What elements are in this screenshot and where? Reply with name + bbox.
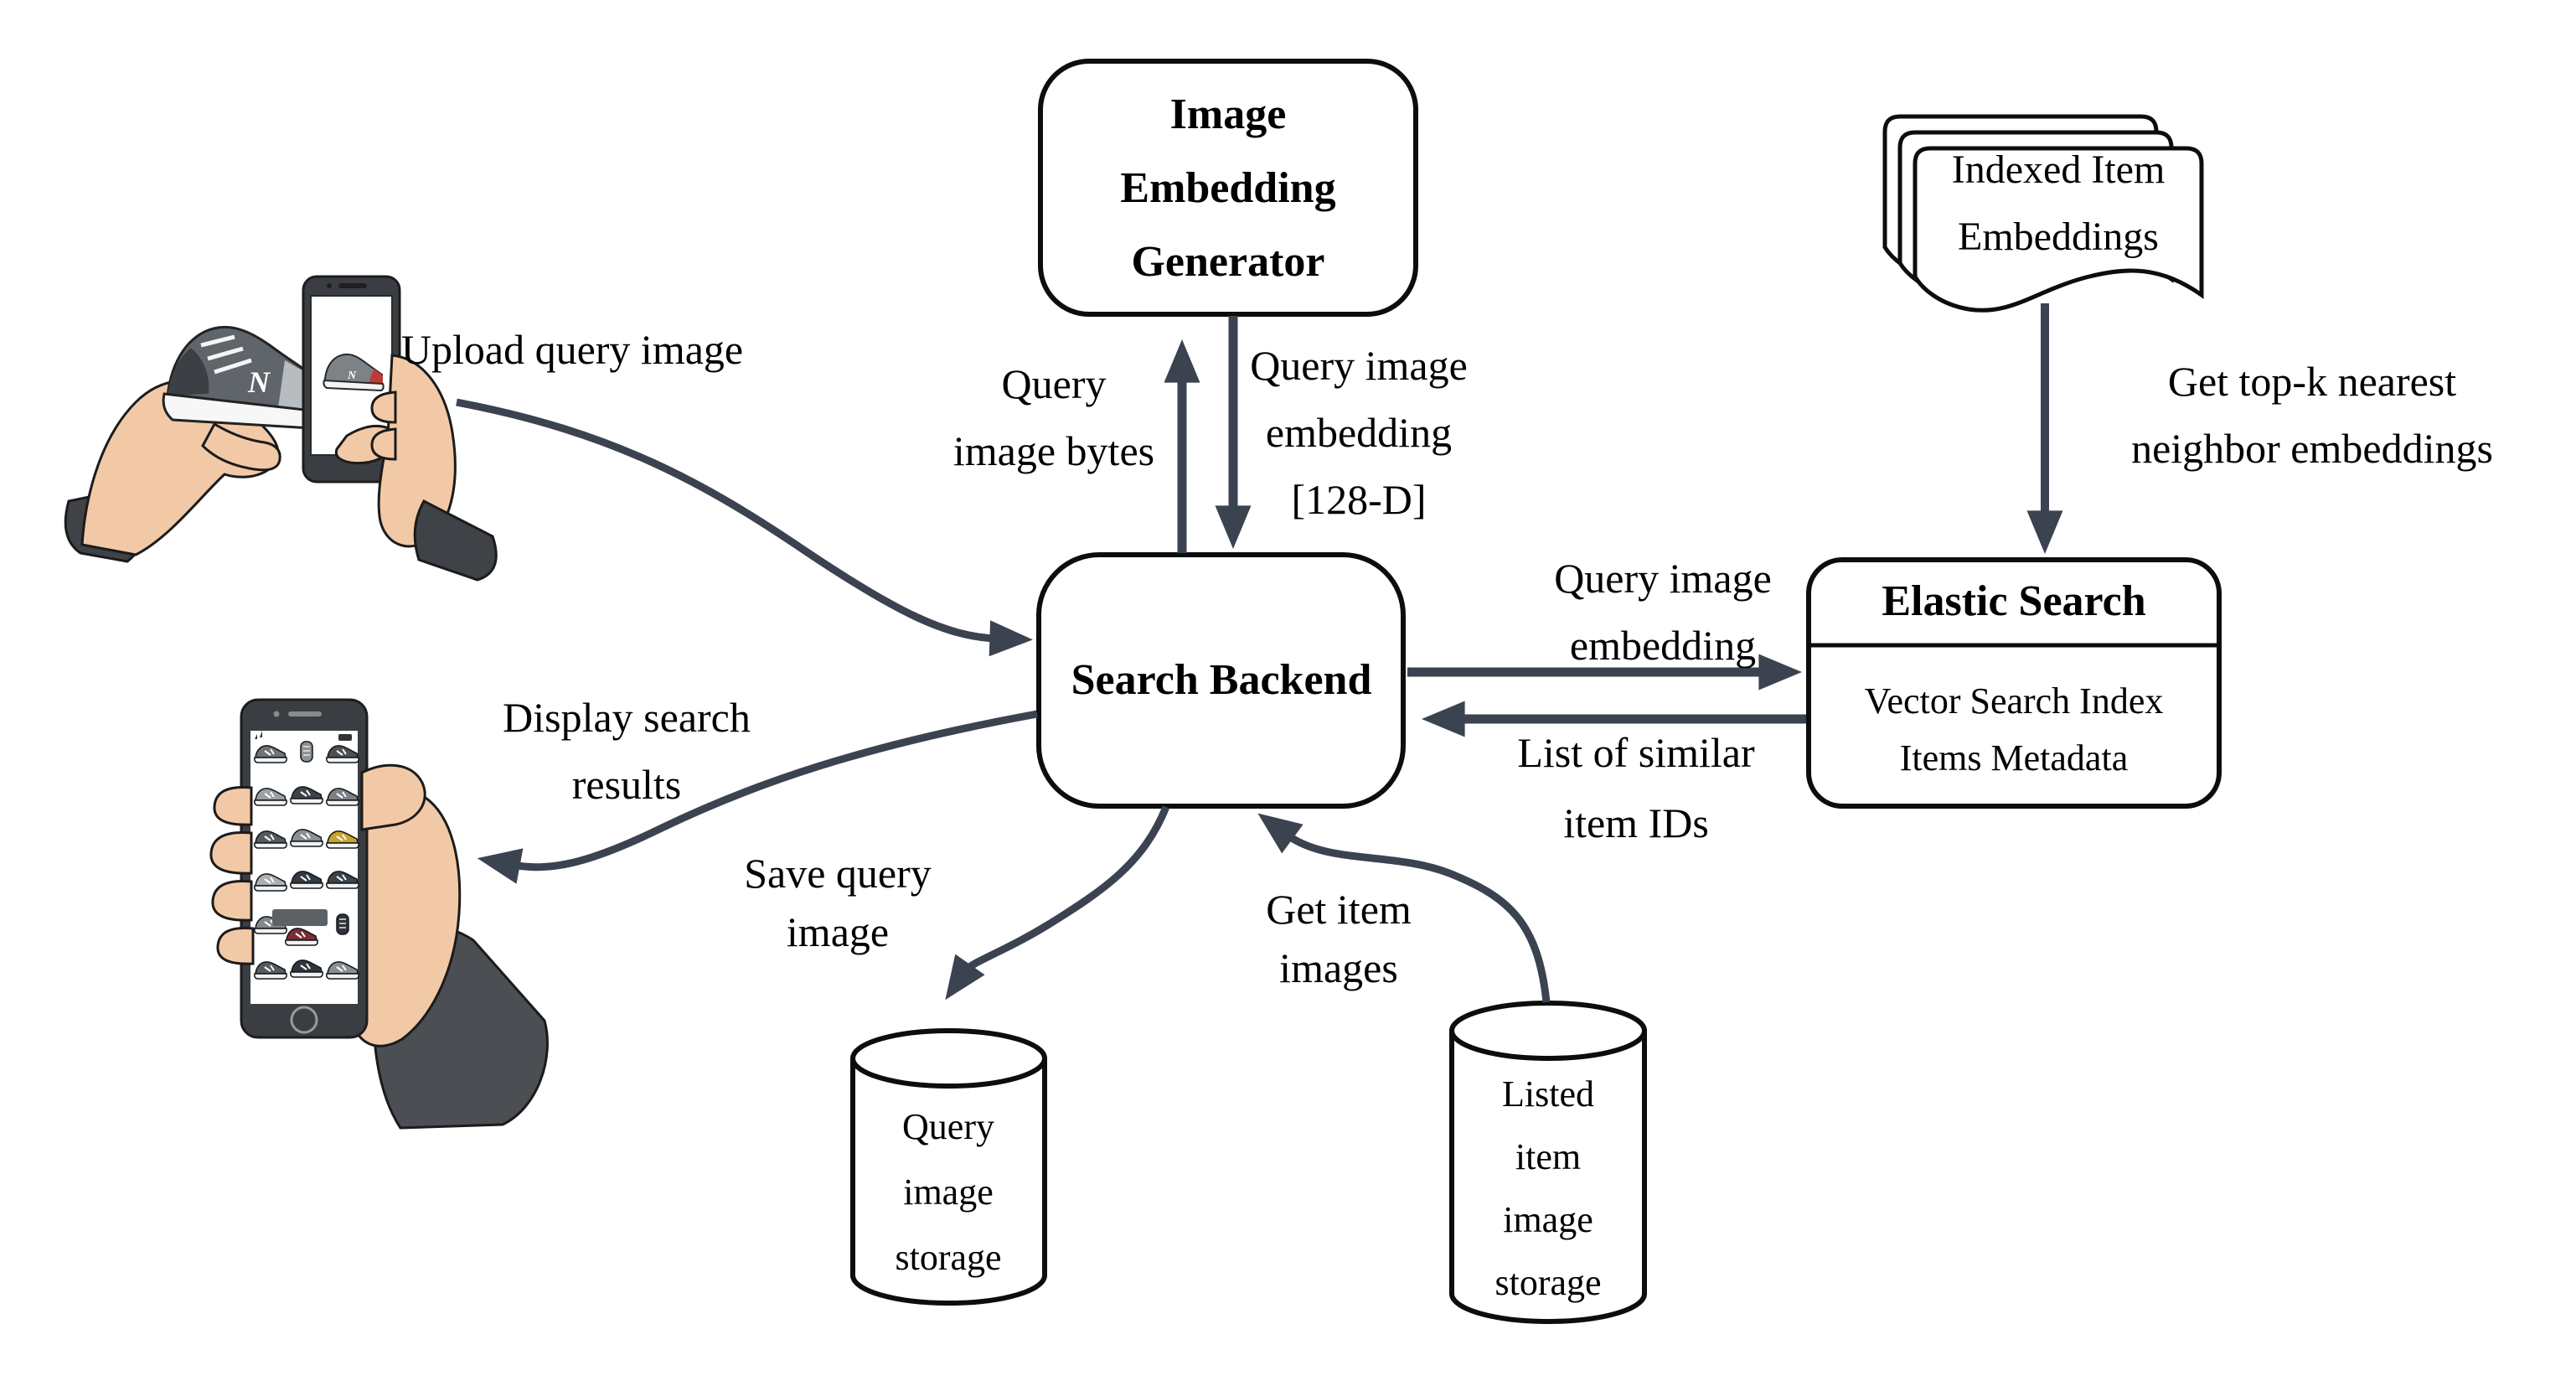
phone-camera-dot <box>327 283 332 288</box>
label-line: neighbor embeddings <box>2131 425 2493 472</box>
label-line: Image <box>1169 91 1287 138</box>
wrapping-fingers <box>209 785 255 965</box>
label-query-image-storage: Query image storage <box>895 1094 1001 1290</box>
label-search-backend: Search Backend <box>1071 647 1372 714</box>
edge-label-query-image-embedding: Query image embedding <box>1554 545 1772 679</box>
label-line: Query <box>902 1106 994 1147</box>
edge-label-query-image-embedding-128d: Query image embedding [128-D] <box>1250 332 1468 533</box>
label-line: Listed <box>1502 1073 1594 1115</box>
label-line: Embedding <box>1120 164 1336 212</box>
label-line: image <box>786 908 890 955</box>
edge-label-query-image-bytes: Query image bytes <box>953 350 1154 484</box>
arrow-display-search-results <box>477 710 1038 884</box>
node-search-backend <box>1036 552 1406 809</box>
label-line: Get item <box>1266 886 1412 933</box>
home-button <box>290 1006 318 1034</box>
right-hand-fingers <box>370 391 397 461</box>
label-line: Indexed Item <box>1951 147 2166 192</box>
label-line: Search Backend <box>1071 656 1372 704</box>
label-line: Query image <box>1554 555 1772 602</box>
right-sleeve-cuff <box>413 499 498 582</box>
label-line: results <box>571 761 682 808</box>
label-line: item IDs <box>1563 799 1709 846</box>
display-results-illustration <box>209 698 549 1130</box>
node-indexed-item-embeddings <box>1882 114 2204 313</box>
arrow-upload-query-image <box>456 398 1033 657</box>
label-elastic-search-title: Elastic Search <box>1882 568 2145 635</box>
edge-label-display-search-results: Display search results <box>503 684 751 818</box>
edge-label-save-query-image: Save query image <box>744 844 932 961</box>
camera-phone: N <box>302 275 401 484</box>
label-line: Get top-k nearest <box>2167 358 2457 405</box>
label-line: storage <box>1494 1262 1602 1303</box>
status-battery-icon <box>338 734 352 741</box>
phone-screen <box>250 731 358 1004</box>
on-screen-sneaker: N <box>323 353 385 392</box>
sneaker-logo: N <box>347 370 357 382</box>
label-line: List of similar <box>1517 729 1755 776</box>
label-line: Query <box>1001 360 1107 407</box>
node-elastic-search <box>1806 557 2222 809</box>
label-line: [128-D] <box>1291 476 1427 523</box>
status-signal-icon <box>255 731 262 739</box>
label-line: embedding <box>1265 409 1453 456</box>
edge-label-get-top-k: Get top-k nearest neighbor embeddings <box>2131 348 2493 482</box>
label-line: Embeddings <box>1958 215 2159 259</box>
label-line: Query image <box>1250 342 1468 389</box>
sneaker-logo: N <box>247 365 271 399</box>
edge-label-upload-query-image: Upload query image <box>401 316 743 383</box>
arrow-save-query-image <box>945 805 1170 1001</box>
upload-photo-illustration: N N <box>64 275 498 582</box>
node-image-embedding-generator <box>1038 59 1418 317</box>
label-line: image <box>1503 1199 1593 1240</box>
label-listed-item-image-storage: Listed item image storage <box>1494 1063 1601 1314</box>
label-indexed-item-embeddings: Indexed Item Embeddings <box>1952 137 2166 271</box>
phone-speaker <box>338 283 367 288</box>
node-listed-item-image-storage <box>1449 1001 1647 1324</box>
phone-speaker <box>288 711 322 716</box>
phone-camera-dot <box>273 711 280 717</box>
label-line: image <box>903 1172 994 1213</box>
edge-label-get-item-images: Get item images <box>1266 880 1412 997</box>
shoebox-thumbnail <box>272 909 328 926</box>
label-line: image bytes <box>952 427 1155 474</box>
arrows <box>456 303 2063 1003</box>
label-line: Generator <box>1131 238 1325 286</box>
left-hand-fingers <box>201 422 281 472</box>
arrow-get-item-images <box>1257 813 1551 1003</box>
label-image-embedding-generator: Image Embedding Generator <box>1120 78 1335 299</box>
label-line: Items Metadata <box>1899 737 2129 778</box>
results-grid <box>254 741 359 980</box>
node-query-image-storage <box>850 1028 1047 1306</box>
label-line: embedding <box>1569 622 1757 669</box>
label-line: Display search <box>503 694 751 741</box>
label-line: item <box>1515 1136 1582 1177</box>
edge-label-list-of-similar-item-ids: List of similar item IDs <box>1517 717 1754 858</box>
label-line: Upload query image <box>400 326 744 373</box>
label-line: storage <box>895 1237 1002 1278</box>
thumb <box>360 763 426 831</box>
label-line: Elastic Search <box>1882 577 2146 625</box>
label-line: images <box>1279 944 1398 991</box>
label-line: Vector Search Index <box>1864 680 2164 722</box>
label-elastic-search-body: Vector Search Index Items Metadata <box>1865 673 2164 787</box>
label-line: Save query <box>744 850 932 897</box>
